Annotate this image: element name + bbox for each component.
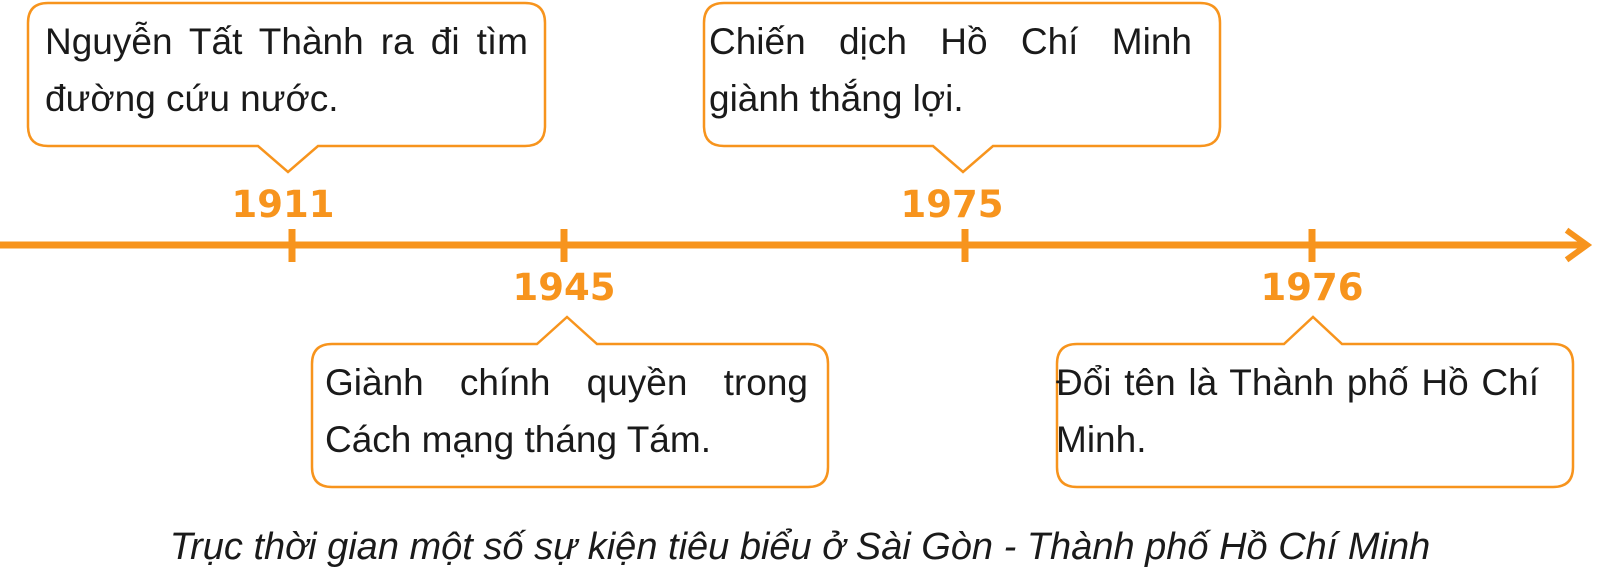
event-text-1976: Đổi tên là Thành phố Hồ Chí Minh.: [1056, 362, 1539, 460]
year-label-1975: 1975: [900, 183, 1004, 226]
callout-box-1911: [26, 1, 547, 174]
year-label-1911: 1911: [231, 183, 335, 226]
year-label-1976: 1976: [1260, 266, 1364, 309]
event-text-1945: Giành chính quyền trong Cách mạng tháng …: [325, 362, 808, 460]
event-text-1911: Nguyễn Tất Thành ra đi tìm đường cứu nướ…: [45, 21, 528, 119]
callout-box-1976: [1055, 315, 1575, 489]
event-text-1975: Chiến dịch Hồ Chí Minh giành thắng lợi.: [709, 21, 1192, 119]
callout-box-1945: [310, 315, 830, 489]
callout-box-1975: [702, 1, 1222, 174]
diagram-caption: Trục thời gian một số sự kiện tiêu biểu …: [169, 526, 1431, 568]
year-label-1945: 1945: [512, 266, 616, 309]
timeline-arrow-head: [1564, 227, 1593, 263]
